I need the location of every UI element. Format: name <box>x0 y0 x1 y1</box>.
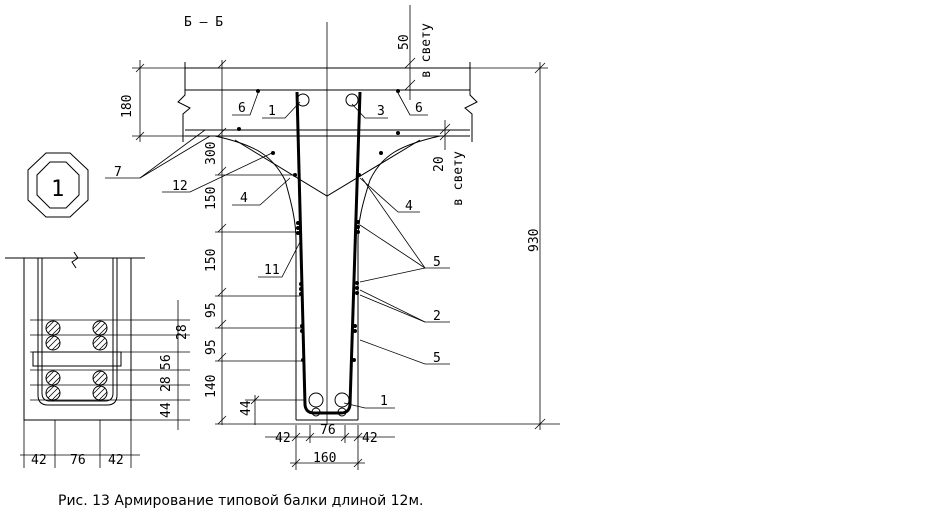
beam-outline <box>214 135 441 421</box>
callout-4-left: 4 <box>240 191 248 206</box>
top-bar-left <box>296 93 310 107</box>
callout-4-right: 4 <box>405 199 413 214</box>
callout-6-left: 6 <box>238 101 246 116</box>
section-label: Б – Б <box>184 15 223 30</box>
callout-6-right: 6 <box>415 101 423 116</box>
bottom-bar-right-small <box>337 407 347 417</box>
slab <box>177 62 478 142</box>
detail-web-bottom <box>5 251 190 468</box>
in-light-mid-label: в свету <box>451 151 466 206</box>
in-light-top-label: в свету <box>419 23 434 78</box>
figure-caption: Рис. 13 Армирование типовой балки длиной… <box>58 493 423 509</box>
callout-2: 2 <box>433 309 441 324</box>
rebar-dots <box>237 89 400 362</box>
stirrup-bar <box>295 91 362 415</box>
callout-1-top: 1 <box>268 104 276 119</box>
callout-leaders <box>105 92 450 409</box>
detail-marker <box>27 152 89 218</box>
dim-180 <box>132 60 185 142</box>
detail-dim-42-right: 42 <box>108 453 124 468</box>
detail-dim-56: 56 <box>159 354 174 370</box>
callout-3: 3 <box>377 104 385 119</box>
dim-150b-label: 150 <box>204 249 219 272</box>
callout-5-upper: 5 <box>433 255 441 270</box>
callout-1-bottom: 1 <box>380 394 388 409</box>
dim-150a-label: 150 <box>204 187 219 210</box>
top-bar-right <box>345 93 359 107</box>
detail-dim-44: 44 <box>159 402 174 418</box>
dim-140-label: 140 <box>204 375 219 398</box>
bottom-bar-left-small <box>311 407 321 417</box>
bottom-bar-left <box>308 392 324 408</box>
dim-20 <box>439 120 451 150</box>
callout-5-lower: 5 <box>433 351 441 366</box>
dim-300-label: 300 <box>204 142 219 165</box>
dim-50 <box>404 5 416 100</box>
dim-20-label: 20 <box>432 156 447 172</box>
dim-50-label: 50 <box>397 34 412 50</box>
dim-42-left-label: 42 <box>275 431 291 446</box>
dim-44-label: 44 <box>239 400 254 416</box>
detail-dim-76: 76 <box>70 453 86 468</box>
detail-dim-28b: 28 <box>159 376 174 392</box>
detail-dim-28a: 28 <box>175 324 190 340</box>
callout-11: 11 <box>264 263 280 278</box>
dim-930 <box>470 62 548 430</box>
dim-180-label: 180 <box>120 95 135 118</box>
dim-76-label: 76 <box>320 423 336 438</box>
callout-12: 12 <box>172 179 188 194</box>
detail-dim-42-left: 42 <box>31 453 47 468</box>
dim-42-right-label: 42 <box>362 431 378 446</box>
callout-7: 7 <box>114 165 122 180</box>
dim-44 <box>245 395 305 425</box>
dim-95a-label: 95 <box>204 302 219 318</box>
dim-95b-label: 95 <box>204 339 219 355</box>
detail-marker-number: 1 <box>51 177 64 202</box>
bottom-bar-right <box>334 392 350 408</box>
left-dimension-chain <box>215 59 560 425</box>
dim-930-label: 930 <box>527 229 542 252</box>
bottom-dimensions <box>265 425 395 470</box>
dim-160-label: 160 <box>313 451 336 466</box>
